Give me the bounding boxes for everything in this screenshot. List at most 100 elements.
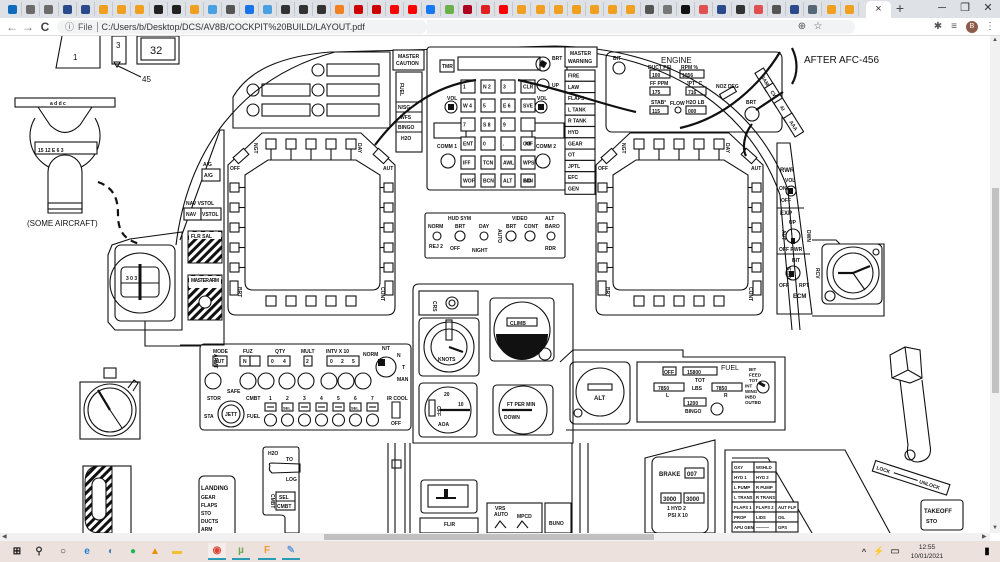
mfcd-left-button[interactable]	[597, 202, 608, 213]
tab[interactable]	[313, 2, 332, 16]
ufc-key[interactable]	[460, 155, 476, 170]
tray-chevron-icon[interactable]: ^	[861, 546, 867, 557]
tab[interactable]	[622, 2, 641, 16]
scroll-down-arrow[interactable]: ▼	[992, 525, 998, 531]
tab[interactable]	[22, 2, 41, 16]
ufc-key[interactable]	[520, 136, 536, 151]
close-window-button[interactable]: ✕	[983, 2, 993, 14]
bookmark-star-icon[interactable]: ☆	[813, 21, 823, 32]
mfcd-right-button[interactable]	[751, 222, 762, 233]
ufc-key[interactable]	[520, 98, 536, 113]
ufc-key[interactable]	[500, 155, 516, 170]
tab[interactable]	[40, 2, 59, 16]
edge-taskbar-icon[interactable]: e	[84, 546, 90, 557]
tab[interactable]	[204, 2, 223, 16]
tab[interactable]	[695, 2, 714, 16]
tab[interactable]	[768, 2, 787, 16]
mfcd-left-button[interactable]	[229, 202, 240, 213]
mfcd-left-button[interactable]	[229, 262, 240, 273]
ufc-key[interactable]	[460, 79, 476, 94]
paint-taskbar-icon[interactable]: ✎	[282, 543, 300, 560]
tab[interactable]	[404, 2, 423, 16]
profile-avatar[interactable]: B	[966, 21, 978, 33]
tab[interactable]	[422, 2, 441, 16]
mfcd-bottom-button[interactable]	[653, 295, 665, 307]
arm-knob[interactable]	[320, 372, 338, 390]
station-select[interactable]	[349, 402, 362, 412]
vstol-button[interactable]	[200, 207, 222, 221]
tab[interactable]	[295, 2, 314, 16]
steam-taskbar-icon[interactable]: ◐	[107, 546, 115, 557]
ag-button[interactable]	[201, 168, 221, 182]
mfcd-left-button[interactable]	[597, 222, 608, 233]
tab[interactable]	[713, 2, 732, 16]
mfcd-right-button[interactable]	[383, 222, 394, 233]
tab[interactable]	[822, 2, 841, 16]
tab[interactable]	[586, 2, 605, 16]
tab[interactable]	[641, 2, 659, 16]
mfcd-left-button[interactable]	[229, 222, 240, 233]
tab[interactable]	[550, 2, 568, 16]
tmr-button[interactable]	[439, 59, 455, 73]
mfcd-left-button[interactable]	[597, 262, 608, 273]
tab[interactable]	[77, 2, 95, 16]
tab[interactable]	[4, 2, 23, 16]
mfcd-right-button[interactable]	[383, 242, 394, 253]
mfcd-right-button[interactable]	[751, 242, 762, 253]
search-taskbar-icon[interactable]: ⚲	[35, 546, 43, 557]
mfcd-bottom-button[interactable]	[673, 295, 685, 307]
ufc-key[interactable]	[520, 117, 536, 132]
ufc-key[interactable]	[480, 155, 496, 170]
tab[interactable]	[150, 2, 168, 16]
station-select[interactable]	[281, 402, 294, 412]
tab[interactable]	[659, 2, 677, 16]
ufc-key[interactable]	[460, 117, 476, 132]
mfcd-top-button[interactable]	[693, 138, 705, 150]
ufc-key[interactable]	[500, 79, 516, 94]
mfcd-top-button[interactable]	[345, 138, 357, 150]
vertical-scroll-thumb[interactable]	[992, 188, 999, 393]
landing-gear-handle[interactable]	[82, 465, 132, 533]
arm-knob[interactable]	[278, 372, 296, 390]
mfcd-right-button[interactable]	[751, 262, 762, 273]
file-explorer-taskbar-icon[interactable]: ▬	[172, 546, 182, 557]
ufc-key[interactable]	[480, 173, 496, 188]
tab[interactable]	[513, 2, 532, 16]
tab[interactable]	[95, 2, 114, 16]
ufc-key[interactable]	[500, 98, 516, 113]
tab[interactable]	[750, 2, 768, 16]
tab[interactable]	[568, 2, 586, 16]
mfcd-bottom-button[interactable]	[305, 295, 317, 307]
tab[interactable]	[386, 2, 405, 16]
tab[interactable]	[786, 2, 805, 16]
ufc-key[interactable]	[500, 173, 516, 188]
fusion-taskbar-icon[interactable]: F	[258, 543, 276, 560]
arm-knob[interactable]	[257, 372, 275, 390]
extensions-icon[interactable]: ✱	[933, 21, 943, 32]
ufc-key[interactable]	[480, 136, 496, 151]
ufc-key[interactable]	[480, 98, 496, 113]
mfcd-top-button[interactable]	[673, 138, 685, 150]
tab[interactable]	[259, 2, 277, 16]
menu-icon[interactable]: ⋮	[985, 21, 995, 32]
mfcd-right-button[interactable]	[751, 182, 762, 193]
site-info-icon[interactable]: ⓘ	[65, 22, 75, 32]
chrome-taskbar-icon[interactable]: ◉	[208, 543, 226, 560]
tab[interactable]	[477, 2, 496, 16]
restore-button[interactable]: ❐	[960, 2, 970, 14]
reload-button[interactable]: C	[40, 20, 50, 34]
new-tab-button[interactable]: +	[895, 0, 905, 16]
scroll-right-arrow[interactable]: ▶	[982, 534, 987, 540]
tab[interactable]	[277, 2, 295, 16]
cortana-taskbar-icon[interactable]: ○	[59, 546, 67, 557]
tab[interactable]	[531, 2, 550, 16]
address-bar-extension[interactable]	[427, 20, 855, 34]
mfcd-bottom-button[interactable]	[713, 295, 725, 307]
reading-list-icon[interactable]: ≡	[951, 21, 957, 32]
mfcd-right-button[interactable]	[383, 202, 394, 213]
ufc-key[interactable]	[460, 173, 476, 188]
ufc-key[interactable]	[460, 136, 476, 151]
tab[interactable]	[222, 2, 241, 16]
arm-knob[interactable]	[337, 372, 355, 390]
